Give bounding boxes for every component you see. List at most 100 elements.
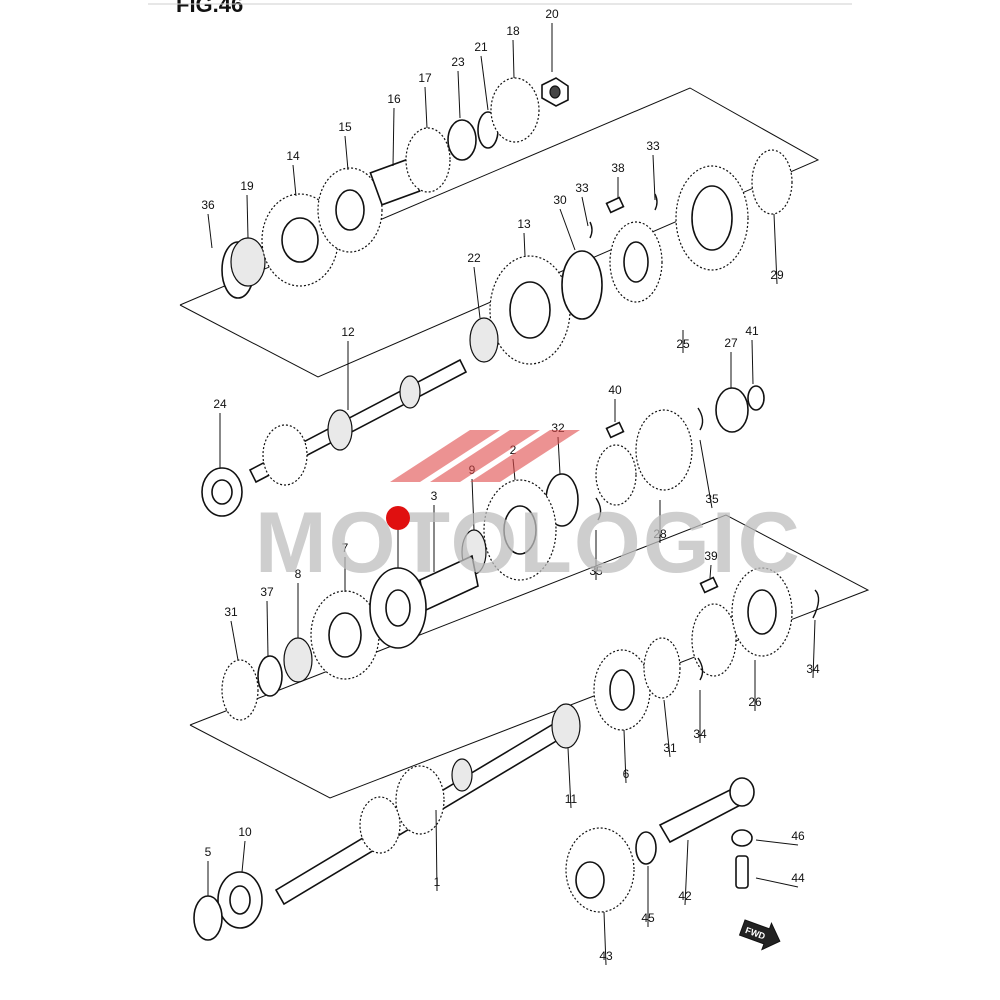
leader-line-p29	[773, 213, 778, 285]
leader-line-p35a	[699, 439, 713, 509]
leader-line-p14	[292, 164, 297, 197]
part-label-p38: 38	[611, 161, 625, 175]
leader-line-p23	[457, 70, 461, 119]
part-label-p25: 25	[676, 337, 690, 351]
part-18-gear	[490, 77, 540, 143]
part-43-bore	[575, 861, 605, 899]
part-label-p14: 14	[286, 149, 300, 163]
part-label-p39: 39	[704, 549, 718, 563]
fwd-arrow-icon: FWD	[738, 919, 781, 951]
part-19-needle-bearing	[230, 237, 266, 287]
part-29-synchro-ring	[751, 149, 793, 215]
panel-upper-outline	[179, 87, 820, 378]
part-label-p30: 30	[553, 193, 567, 207]
part-label-p28: 28	[653, 527, 667, 541]
part-26-sleeve-bore	[747, 589, 777, 635]
part-labels: 2018212317161514193633383330132922251227…	[201, 7, 820, 963]
part-label-p37: 37	[260, 585, 274, 599]
leader-line-p37	[266, 600, 269, 657]
part-7-bore	[328, 612, 362, 658]
part-6-bore	[609, 669, 635, 711]
part-41-ring	[747, 385, 765, 411]
mainshaft-group	[201, 358, 468, 517]
part-31b-synchro-ring	[643, 637, 681, 699]
gear-2-group	[419, 479, 557, 612]
watermark-text: MOTOLOGIC	[255, 495, 802, 591]
leader-line-p9	[471, 478, 475, 531]
leader-line-p46	[755, 839, 799, 846]
part-label-p11: 11	[565, 792, 578, 806]
synchro-group-middle	[545, 385, 765, 527]
part-label-p27: 27	[724, 336, 738, 350]
part-46-washer	[731, 829, 753, 847]
part-35-spring-a	[697, 407, 704, 431]
leader-line-p33b	[581, 196, 589, 227]
part-label-p22: 22	[467, 251, 481, 265]
leader-line-p34a	[812, 619, 816, 679]
part-label-p44: 44	[791, 871, 805, 885]
part-12-spline-a	[327, 409, 353, 451]
leader-line-p6	[623, 729, 627, 784]
part-1-gear-b	[359, 796, 401, 854]
part-22-needle-bearing	[469, 317, 499, 363]
synchro-group-upper	[469, 149, 793, 365]
part-label-p18: 18	[506, 24, 520, 38]
part-label-p19: 19	[240, 179, 254, 193]
part-42-shaft-end	[729, 777, 755, 807]
part-label-p1: 1	[434, 875, 441, 889]
output-shaft-group	[193, 703, 581, 941]
panel-lower-outline	[189, 514, 870, 799]
part-label-p34a: 34	[806, 662, 820, 676]
leader-lines	[207, 23, 816, 966]
part-38-key	[605, 196, 625, 214]
part-12-input-gear	[262, 424, 308, 486]
leader-line-p42	[684, 839, 689, 906]
part-label-p17: 17	[418, 71, 432, 85]
part-25-hub-bore	[623, 241, 649, 283]
leader-line-p15	[344, 135, 349, 171]
part-label-p24: 24	[213, 397, 227, 411]
part-label-p5: 5	[205, 845, 212, 859]
leader-line-p43	[603, 911, 607, 966]
leader-line-p10	[241, 840, 246, 873]
part-4-bearing-bore	[385, 589, 411, 627]
leader-line-p13	[523, 232, 526, 257]
leader-line-p31a	[230, 620, 239, 661]
part-33b-spring	[589, 221, 593, 239]
part-10-bearing-bore	[229, 885, 251, 915]
watermark-stripe-2	[430, 430, 540, 482]
part-34-spring-a	[812, 589, 820, 619]
part-45-washer	[635, 831, 657, 865]
leader-line-p41	[751, 339, 754, 385]
part-label-p20: 20	[545, 7, 559, 21]
leader-line-p39	[709, 564, 712, 579]
part-27-washer	[715, 387, 749, 433]
part-label-p33b: 33	[575, 181, 589, 195]
part-label-p31b: 31	[663, 741, 677, 755]
leader-line-p18	[512, 39, 515, 79]
part-5-seal	[193, 895, 223, 941]
part-23-bearing	[447, 119, 477, 161]
part-label-p33a: 33	[646, 139, 660, 153]
leader-line-p33a	[652, 154, 656, 201]
part-label-p35a: 35	[705, 492, 719, 506]
part-39-key	[699, 576, 719, 594]
part-8-needle-bearing	[283, 637, 313, 683]
part-34-spring-b	[697, 657, 704, 681]
part-label-p3: 3	[431, 489, 438, 503]
watermark-stripe-3	[470, 430, 580, 482]
part-label-p36: 36	[201, 198, 215, 212]
part-label-p46: 46	[791, 829, 805, 843]
leader-line-p1	[435, 809, 438, 892]
countershaft-group	[221, 77, 569, 299]
part-33-spring	[654, 193, 658, 211]
part-label-p13: 13	[517, 217, 531, 231]
leader-line-p16	[392, 107, 395, 167]
part-26-hub	[691, 603, 737, 677]
part-label-p43: 43	[599, 949, 613, 963]
part-1-spline	[451, 758, 473, 792]
part-12-spline-b	[399, 375, 421, 409]
part-label-p42: 42	[678, 889, 692, 903]
leader-line-p19	[246, 194, 249, 239]
